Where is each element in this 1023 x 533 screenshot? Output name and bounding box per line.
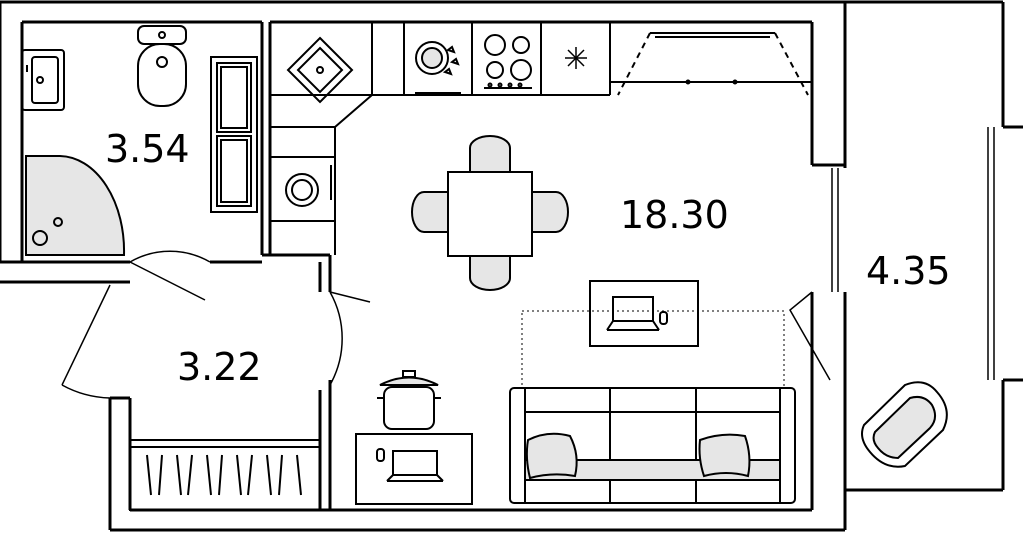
laptop-icon [606, 296, 668, 331]
pillow-icon [525, 432, 751, 480]
hallway-area-label: 3.22 [177, 345, 262, 389]
wardrobe-icon [129, 439, 321, 511]
washing-machine-icon [269, 156, 336, 222]
laptop-icon [376, 448, 444, 482]
range-hood-icon [610, 32, 812, 96]
balcony-area-label: 4.35 [866, 249, 951, 293]
window-right [831, 127, 995, 380]
wardrobe-icon [210, 56, 258, 213]
toilet-icon [137, 25, 187, 107]
shower-icon [25, 155, 126, 256]
kitchen-sink-icon [286, 36, 354, 104]
dishes-icon [415, 41, 461, 94]
bathroom-area-label: 3.54 [105, 127, 190, 171]
cooktop-icon [484, 34, 532, 89]
armchair-icon [861, 381, 948, 468]
dining-table-icon [447, 171, 533, 257]
cooking-pot-icon [377, 370, 441, 430]
washbasin-icon [21, 49, 65, 111]
desk-icon [355, 433, 473, 505]
living-area-label: 18.30 [620, 193, 729, 237]
fridge-icon [565, 47, 587, 69]
desk-icon [589, 280, 699, 347]
doors[interactable] [61, 250, 831, 399]
sofa-icon [509, 387, 796, 504]
chair-icon [411, 135, 569, 291]
